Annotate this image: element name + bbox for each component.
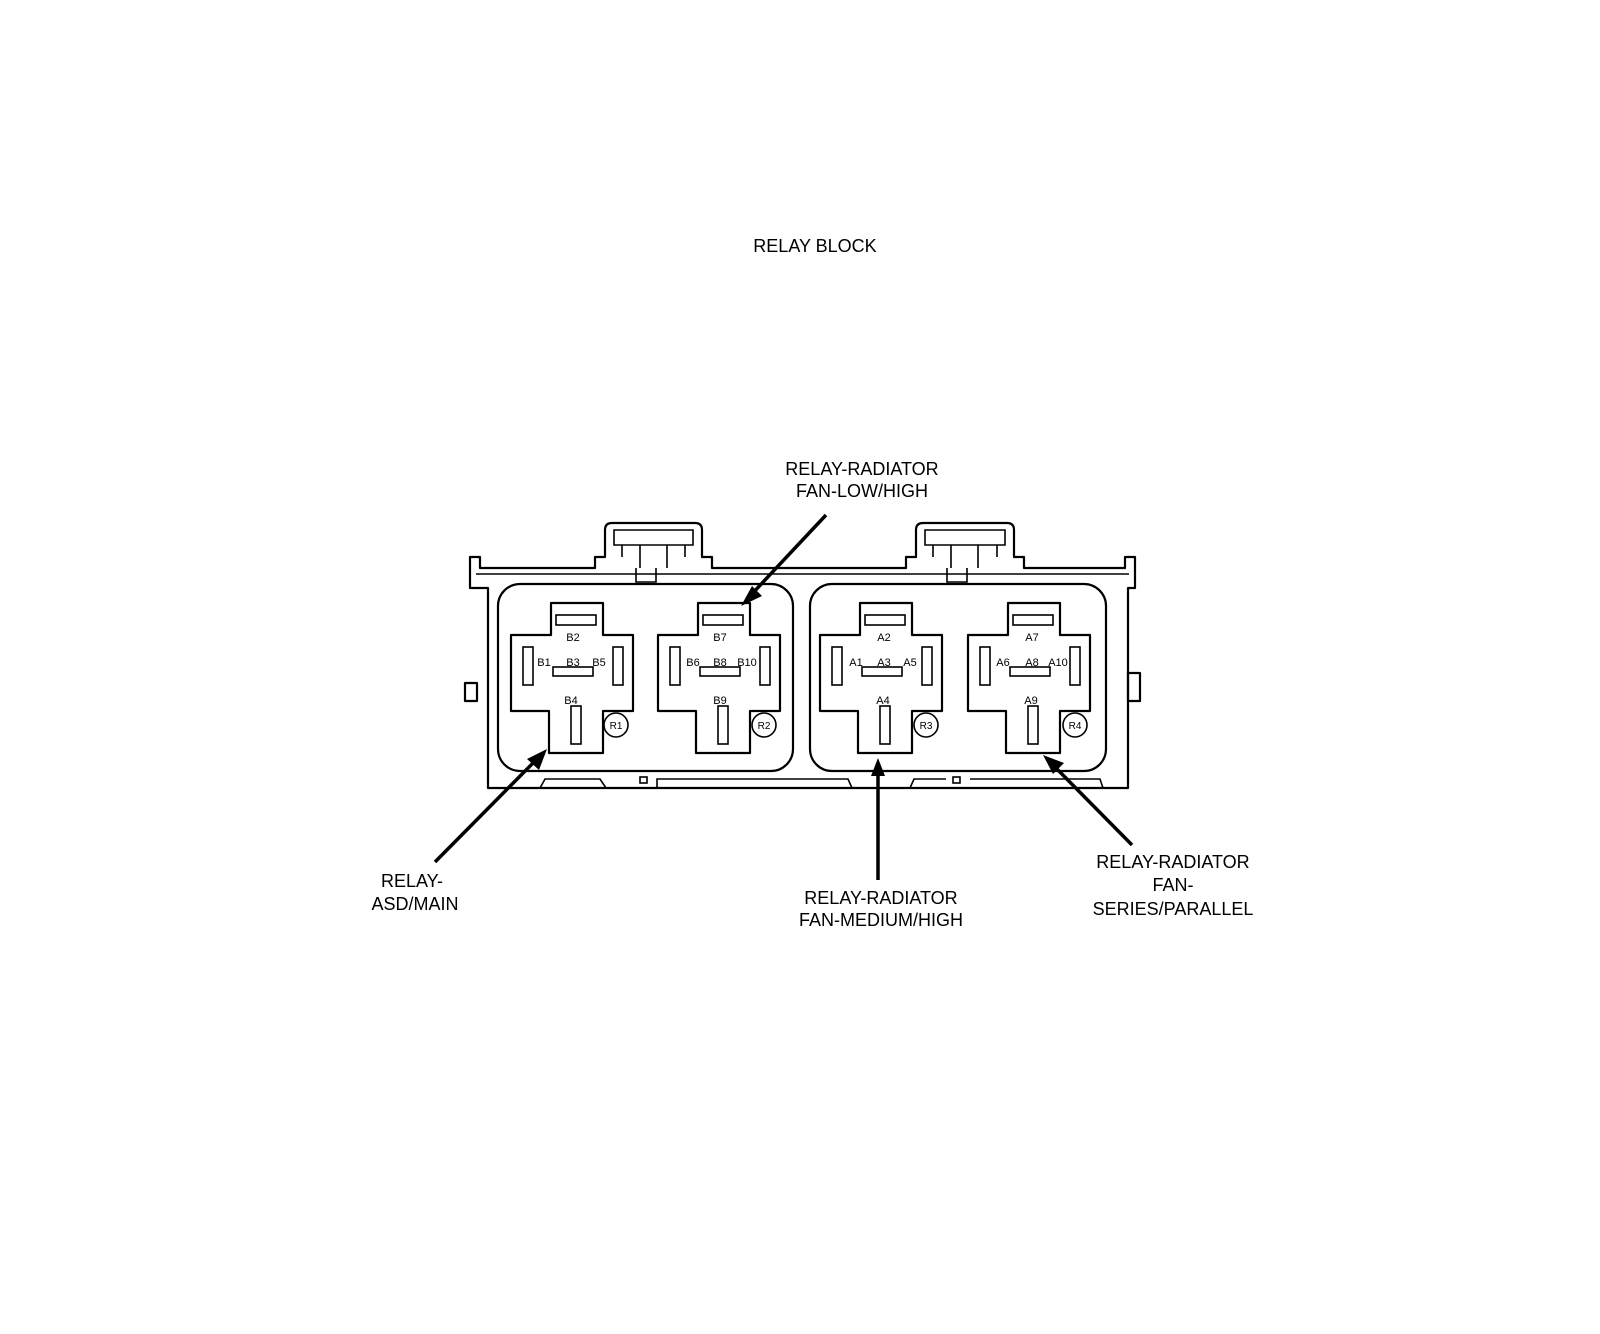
relay-socket-r1: B2 B1 B3 B5 B4 R1 [509,601,635,755]
callout-line-1: RELAY-RADIATOR [1096,852,1249,872]
pin-label-left: A1 [849,657,862,669]
pin-label-top: B2 [566,632,579,644]
relay-tag-circle [603,712,629,738]
pin-label-top: B7 [713,632,726,644]
callout-fan-series-parallel: RELAY-RADIATOR FAN- SERIES/PARALLEL [1043,755,1253,919]
relay-tag-circle [1062,712,1088,738]
relay-socket-r3: A2 A1 A3 A5 A4 R3 [818,601,944,755]
pin-label-center: B3 [566,657,579,669]
callout-line-1: RELAY-RADIATOR [785,459,938,479]
callout-arrow-head [1043,755,1064,774]
pin-label-bottom: A4 [876,695,889,707]
callout-arrow-shaft [1052,764,1134,847]
callout-fan-medium-high: RELAY-RADIATOR FAN-MEDIUM/HIGH [799,758,963,930]
pin-label-bottom: B4 [564,695,577,707]
callout-line-2: FAN- [1152,875,1193,895]
pin-label-left: A6 [996,657,1009,669]
pin-label-left: B6 [686,657,699,669]
pin-label-right: A5 [903,657,916,669]
relay-tag: R3 [920,721,933,732]
relay-tag-circle [913,712,939,738]
relay-cavity-left [496,582,795,773]
callout-arrow-head [871,758,885,776]
relay-socket-r4: A7 A6 A8 A10 A9 R4 [966,601,1092,755]
relay-tag-circle [751,712,777,738]
callout-line-1: RELAY- [381,871,443,891]
diagram-title: RELAY BLOCK [753,236,876,256]
callout-arrow-shaft [748,513,828,598]
callout-line-2: FAN-LOW/HIGH [796,481,928,501]
pin-label-right: B10 [737,657,757,669]
pin-label-right: A10 [1048,657,1068,669]
pin-label-top: A2 [877,632,890,644]
pin-label-center: A8 [1025,657,1038,669]
relay-socket-r2: B7 B6 B8 B10 B9 R2 [656,601,782,755]
relay-tag: R1 [610,721,623,732]
callout-arrow-shaft [433,757,539,864]
relay-tag: R4 [1069,721,1082,732]
relay-cavity-right [808,582,1108,773]
callout-arrow-head [527,749,547,770]
callout-line-1: RELAY-RADIATOR [804,888,957,908]
callout-line-2: FAN-MEDIUM/HIGH [799,910,963,930]
relay-tag: R2 [758,721,771,732]
callout-asd-main: RELAY- ASD/MAIN [371,749,547,914]
relay-block-housing [463,521,1142,790]
pin-label-top: A7 [1025,632,1038,644]
pin-label-bottom: A9 [1024,695,1037,707]
callout-line-3: SERIES/PARALLEL [1093,899,1254,919]
callout-line-2: ASD/MAIN [371,894,458,914]
pin-label-bottom: B9 [713,695,726,707]
pin-label-center: A3 [877,657,890,669]
callout-fan-low-high: RELAY-RADIATOR FAN-LOW/HIGH [741,459,939,606]
pin-label-right: B5 [592,657,605,669]
pin-label-left: B1 [537,657,550,669]
callout-arrow-head [741,586,762,606]
pin-label-center: B8 [713,657,726,669]
